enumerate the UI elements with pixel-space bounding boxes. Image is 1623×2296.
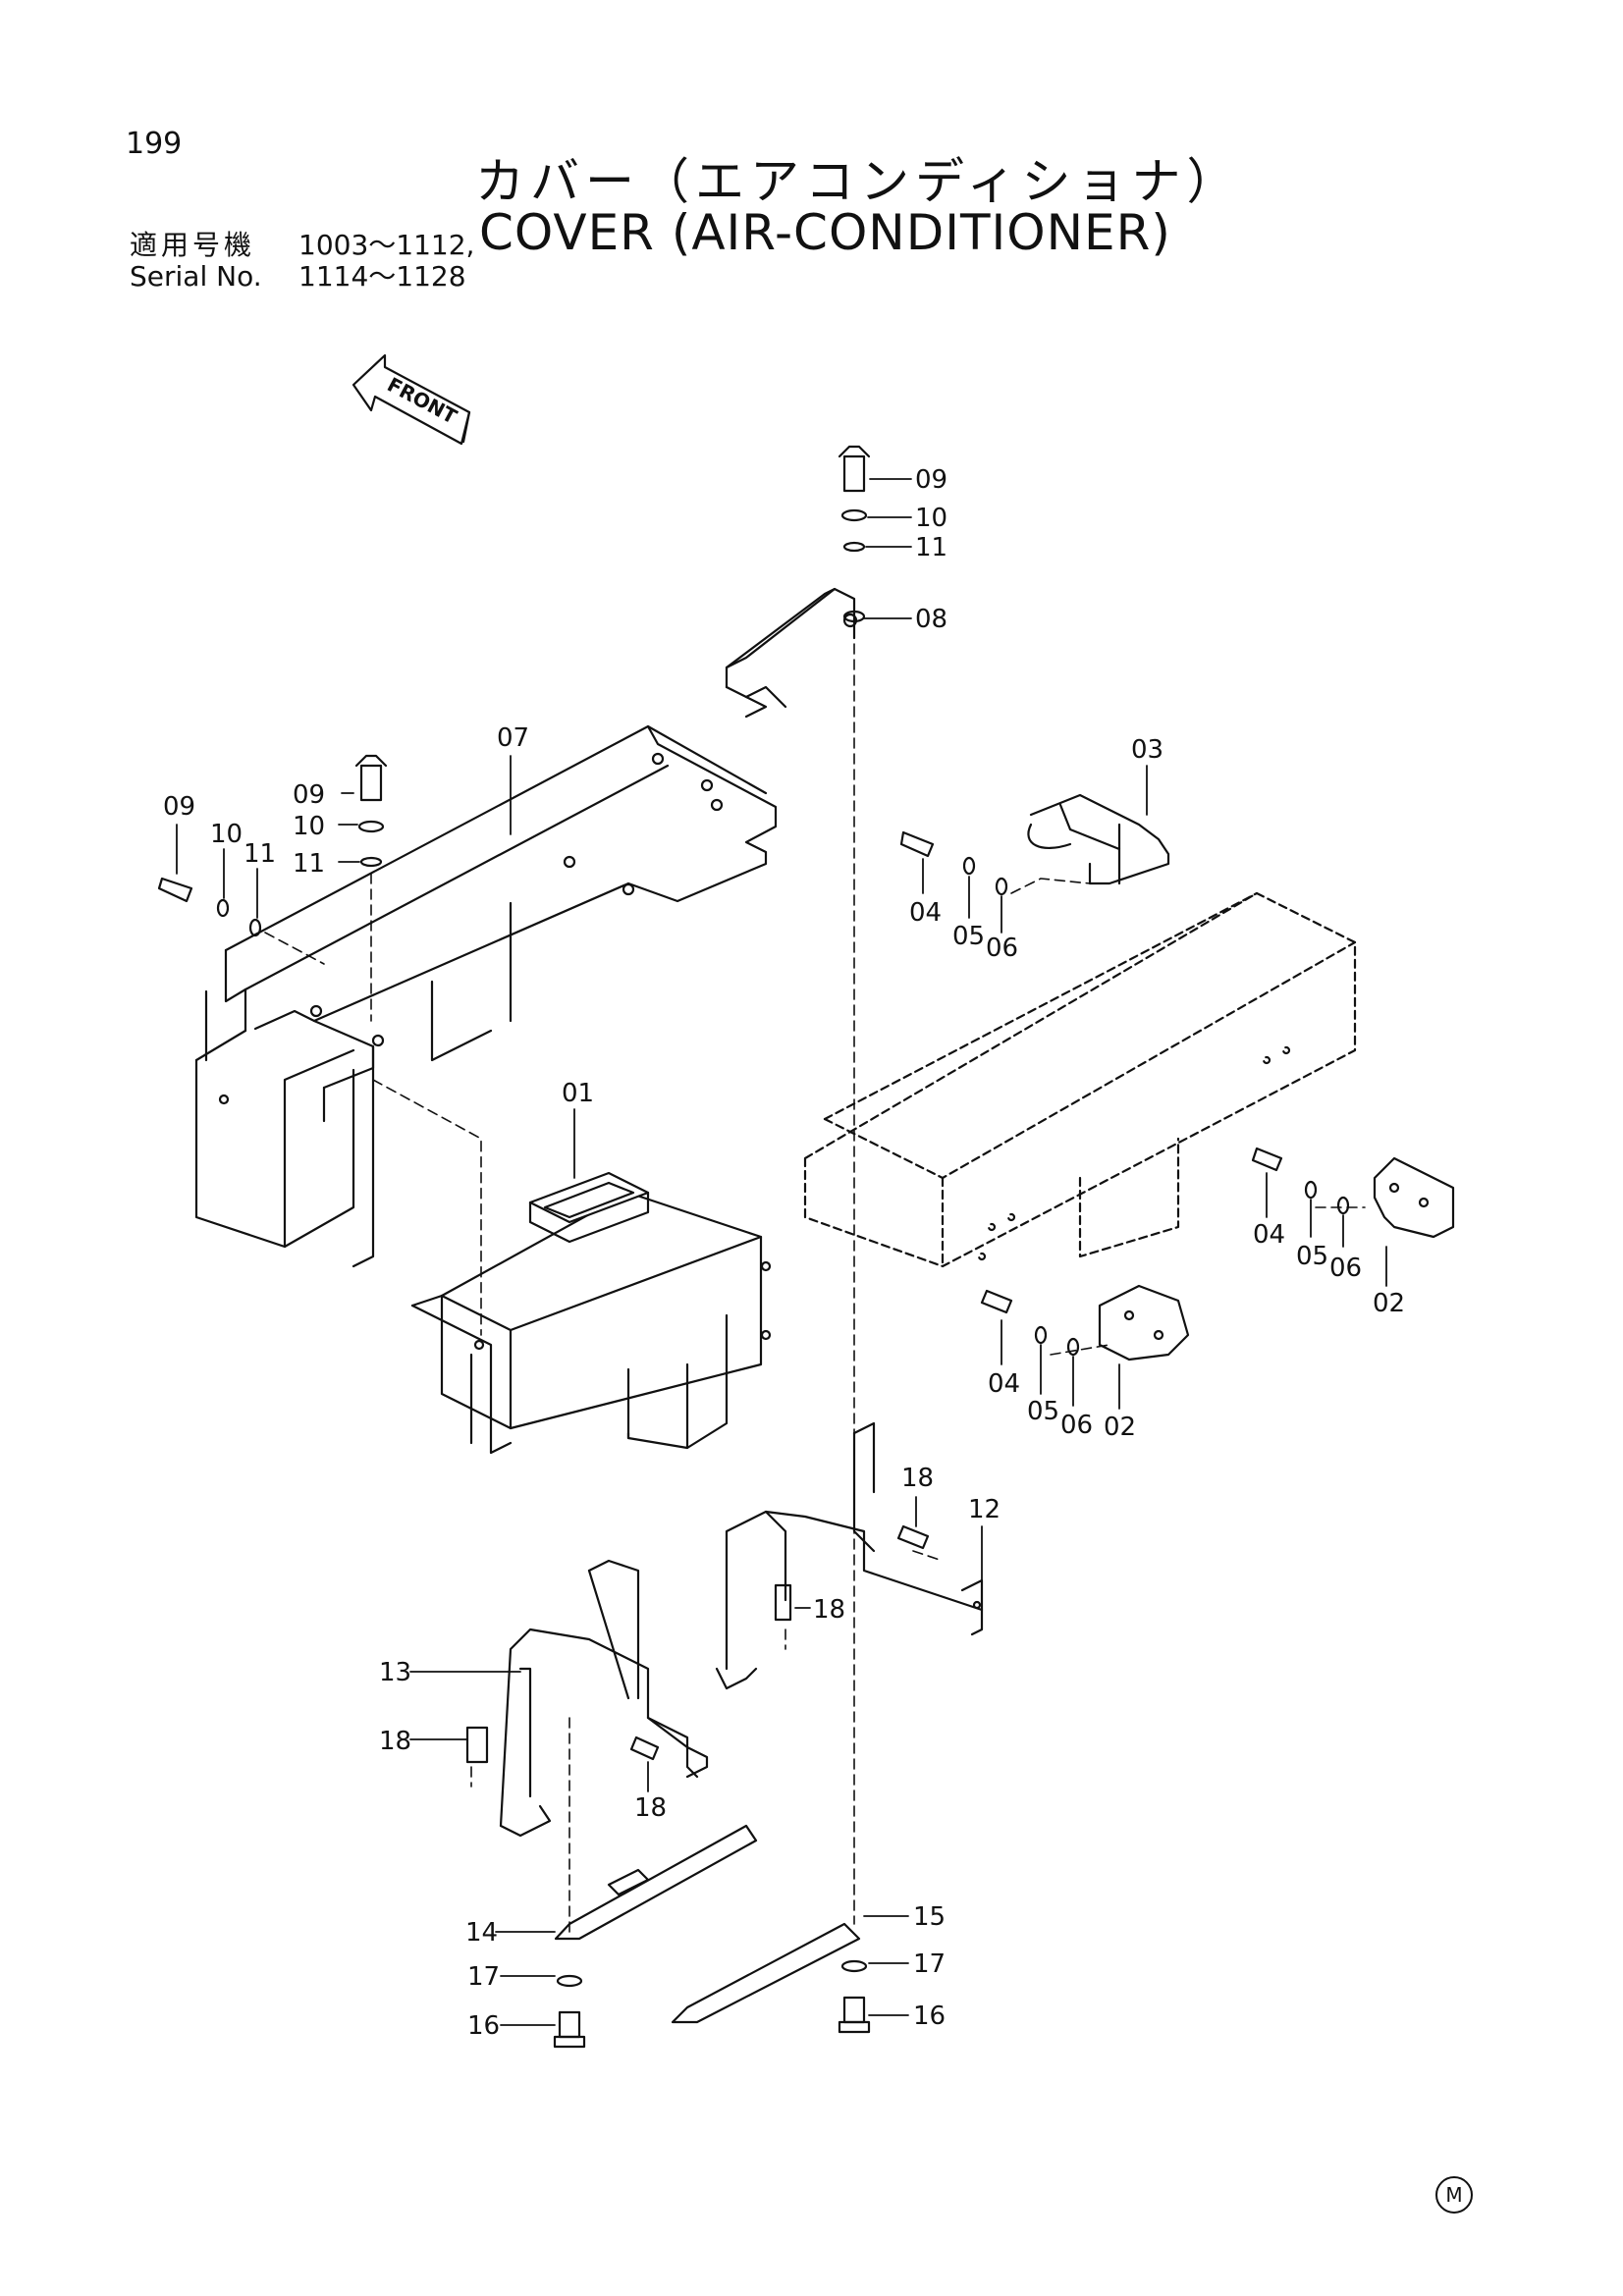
- callout-07: 07: [497, 723, 529, 753]
- callout-05-c: 05: [1027, 1397, 1059, 1426]
- callout-05-a: 05: [952, 922, 985, 951]
- part-01-air-conditioner-unit: [410, 1171, 772, 1455]
- callout-10-middle: 10: [293, 812, 325, 841]
- serial-label-english: Serial No.: [130, 260, 262, 293]
- part-12-mounting-bracket: [715, 1421, 984, 1690]
- callout-13: 13: [379, 1658, 411, 1687]
- callout-09-left: 09: [163, 792, 195, 822]
- circled-m-marker-icon: M: [1435, 2176, 1473, 2214]
- callout-18-a: 18: [901, 1464, 934, 1493]
- marker-letter: M: [1445, 2183, 1463, 2207]
- callout-02-a: 02: [1373, 1289, 1405, 1318]
- part-14-strap: [554, 1824, 758, 1941]
- callout-04-b: 04: [1253, 1220, 1285, 1250]
- callout-09-top: 09: [915, 465, 947, 495]
- page-title-japanese: カバー（エアコンディショナ）: [475, 153, 1242, 210]
- bolt-icon-09-middle: [354, 754, 388, 802]
- assembly-dashed-lines: [264, 627, 1366, 1935]
- callout-18-c: 18: [379, 1727, 411, 1756]
- cab-body-dashed-outline: [803, 891, 1357, 1268]
- callout-05-b: 05: [1296, 1242, 1328, 1271]
- part-03-bracket: [1027, 793, 1170, 885]
- callout-10-top: 10: [915, 504, 947, 533]
- part-07-cover-panel: [194, 724, 778, 1268]
- callout-18-d: 18: [634, 1793, 667, 1823]
- page-number: 199: [126, 127, 183, 161]
- serial-range-first: 1003～1112,: [298, 229, 475, 261]
- callout-04-c: 04: [988, 1369, 1020, 1399]
- callout-06-c: 06: [1060, 1411, 1093, 1440]
- callout-16-right: 16: [913, 2002, 946, 2031]
- front-arrow-icon: [352, 353, 471, 446]
- callout-06-b: 06: [1329, 1254, 1362, 1283]
- bolt-icon-04-c: [980, 1289, 1013, 1314]
- page-title-english: COVER (AIR-CONDITIONER): [479, 204, 1171, 261]
- part-15-strap: [671, 1922, 861, 2024]
- bolt-icon-04-b: [1251, 1147, 1283, 1172]
- washer-icons: [216, 508, 1350, 1988]
- callout-03: 03: [1131, 735, 1163, 765]
- bolt-icon-09-top: [838, 445, 871, 493]
- callout-14: 14: [465, 1918, 498, 1948]
- callout-01: 01: [562, 1079, 594, 1108]
- callout-16-left: 16: [467, 2011, 500, 2041]
- part-02-mount-plate-lower: [1098, 1284, 1190, 1362]
- callout-leader-lines: [176, 478, 1387, 2026]
- callout-12: 12: [968, 1495, 1001, 1524]
- serial-label-japanese: 適用号機: [130, 229, 256, 261]
- callout-04-a: 04: [909, 898, 942, 928]
- part-13-mounting-bracket: [499, 1559, 709, 1838]
- callout-15: 15: [913, 1902, 946, 1932]
- bolt-icons-16-18: [465, 1524, 930, 2049]
- callout-18-b: 18: [813, 1595, 845, 1625]
- callout-11-middle: 11: [293, 849, 325, 879]
- serial-range-second: 1114～1128: [298, 260, 466, 293]
- bolt-icon-09-left: [157, 877, 193, 903]
- callout-11-left: 11: [243, 839, 276, 869]
- part-08-support-rod: [725, 587, 858, 719]
- callout-02-b: 02: [1104, 1413, 1136, 1442]
- callout-06-a: 06: [986, 934, 1018, 963]
- callout-11-top: 11: [915, 533, 947, 562]
- callout-17-left: 17: [467, 1962, 500, 1992]
- callout-08: 08: [915, 605, 947, 634]
- callout-10-left: 10: [210, 820, 243, 849]
- bolt-icon-04: [899, 830, 935, 858]
- part-02-mount-plate-upper: [1373, 1156, 1455, 1239]
- part-callout-labels: 09 10 11 08 07 09 10 11 09 10 11 03 04 0…: [163, 465, 1405, 2041]
- callout-17-right: 17: [913, 1949, 946, 1979]
- callout-09-middle: 09: [293, 780, 325, 810]
